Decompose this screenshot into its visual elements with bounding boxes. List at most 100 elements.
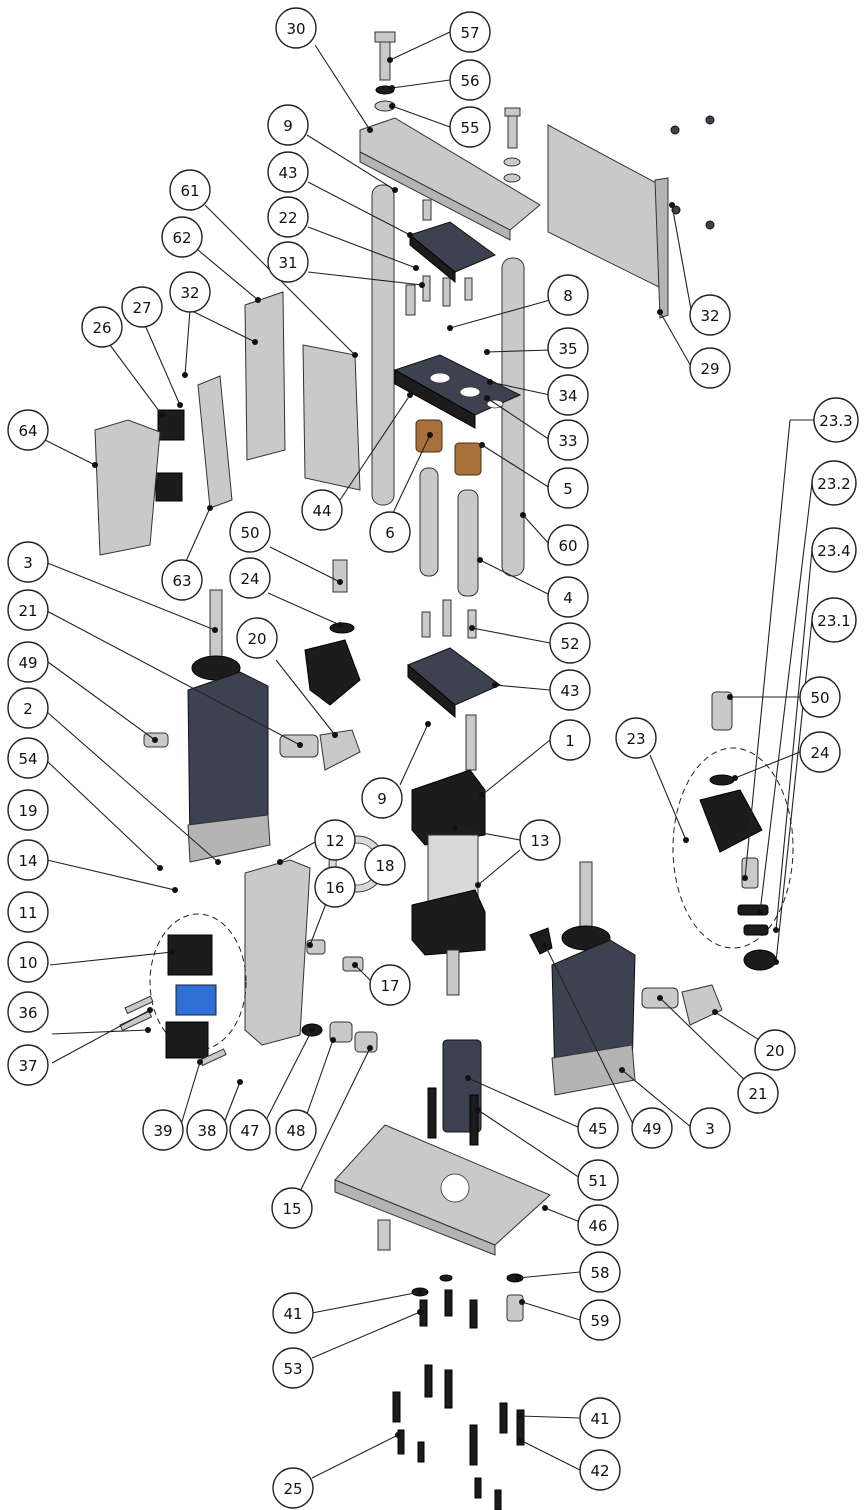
callout-64: 64	[7, 409, 49, 451]
callout-label: 23.1	[817, 612, 850, 630]
callout-44: 44	[301, 489, 343, 531]
callout-label: 56	[460, 72, 479, 90]
callout-label: 59	[590, 1312, 609, 1330]
callout-label: 5	[563, 480, 573, 498]
callout-label: 3	[23, 554, 33, 572]
callout-32-left: 32	[169, 271, 211, 313]
callout-27: 27	[121, 286, 163, 328]
callout-23: 23	[615, 717, 657, 759]
callout-label: 18	[375, 857, 394, 875]
callout-49-left: 49	[7, 641, 49, 683]
callout-50-right: 50	[799, 676, 841, 718]
callout-label: 23.2	[817, 475, 850, 493]
callout-37: 37	[7, 1044, 49, 1086]
callout-21-left: 21	[7, 589, 49, 631]
callout-label: 17	[380, 977, 399, 995]
callout-label: 20	[247, 630, 266, 648]
callout-60: 60	[547, 524, 589, 566]
callout-label: 57	[460, 24, 479, 42]
callout-label: 9	[283, 117, 293, 135]
callout-label: 23.3	[819, 412, 852, 430]
callout-label: 15	[282, 1200, 301, 1218]
callout-label: 14	[18, 852, 37, 870]
callout-23-4: 23.4	[811, 527, 857, 573]
callout-label: 50	[240, 524, 259, 542]
callout-label: 44	[312, 502, 331, 520]
callout-label: 31	[278, 254, 297, 272]
callout-9-lower: 9	[361, 777, 403, 819]
callout-4: 4	[547, 576, 589, 618]
callout-63: 63	[161, 559, 203, 601]
callout-label: 37	[18, 1057, 37, 1075]
callout-label: 49	[642, 1120, 661, 1138]
callout-label: 49	[18, 654, 37, 672]
callout-20-left: 20	[236, 617, 278, 659]
callout-label: 11	[18, 904, 37, 922]
callout-19: 19	[7, 789, 49, 831]
callout-label: 13	[530, 832, 549, 850]
callout-label: 45	[588, 1120, 607, 1138]
callout-12: 12	[314, 819, 356, 861]
callout-label: 54	[18, 750, 37, 768]
callout-23-3: 23.3	[813, 397, 859, 443]
callout-50-left: 50	[229, 511, 271, 553]
callout-label: 29	[700, 360, 719, 378]
callout-13: 13	[519, 819, 561, 861]
callout-label: 55	[460, 119, 479, 137]
callout-label: 25	[283, 1480, 302, 1498]
callout-label: 43	[560, 682, 579, 700]
callout-26: 26	[81, 306, 123, 348]
callout-59: 59	[579, 1299, 621, 1341]
callout-31: 31	[267, 241, 309, 283]
callout-label: 32	[700, 307, 719, 325]
callout-label: 33	[558, 432, 577, 450]
callout-label: 36	[18, 1004, 37, 1022]
callout-22: 22	[267, 196, 309, 238]
callout-30: 30	[275, 7, 317, 49]
callout-label: 26	[92, 319, 111, 337]
callout-42: 42	[579, 1449, 621, 1491]
callout-label: 24	[810, 744, 829, 762]
callout-label: 16	[325, 879, 344, 897]
callout-55: 55	[449, 106, 491, 148]
callout-43-lower: 43	[549, 669, 591, 711]
callout-label: 63	[172, 572, 191, 590]
callout-2: 2	[7, 687, 49, 729]
callout-15: 15	[271, 1187, 313, 1229]
callout-41-lower: 41	[579, 1397, 621, 1439]
callout-47: 47	[229, 1109, 271, 1151]
callout-label: 53	[283, 1360, 302, 1378]
callout-label: 4	[563, 589, 573, 607]
callout-14: 14	[7, 839, 49, 881]
callout-label: 30	[286, 20, 305, 38]
callout-9-top: 9	[267, 104, 309, 146]
callout-51: 51	[577, 1159, 619, 1201]
callout-label: 52	[560, 635, 579, 653]
callout-label: 23	[626, 730, 645, 748]
callout-label: 6	[385, 524, 395, 542]
parts-drawing	[94, 31, 794, 1510]
callout-34: 34	[547, 374, 589, 416]
callout-label: 9	[377, 790, 387, 808]
callout-label: 42	[590, 1462, 609, 1480]
callout-label: 35	[558, 340, 577, 358]
callout-61: 61	[169, 169, 211, 211]
callout-23-1: 23.1	[811, 597, 857, 643]
callout-label: 62	[172, 229, 191, 247]
callout-39: 39	[142, 1109, 184, 1151]
callout-label: 21	[18, 602, 37, 620]
callout-3-right: 3	[689, 1107, 731, 1149]
callout-23-2: 23.2	[811, 460, 857, 506]
callout-33: 33	[547, 419, 589, 461]
callout-label: 27	[132, 299, 151, 317]
callout-41-upper: 41	[272, 1292, 314, 1334]
callout-label: 12	[325, 832, 344, 850]
callout-35: 35	[547, 327, 589, 369]
callout-58: 58	[579, 1251, 621, 1293]
callout-49-right: 49	[631, 1107, 673, 1149]
callout-label: 32	[180, 284, 199, 302]
callout-20-right: 20	[754, 1029, 796, 1071]
callout-6: 6	[369, 511, 411, 553]
callout-label: 41	[283, 1305, 302, 1323]
